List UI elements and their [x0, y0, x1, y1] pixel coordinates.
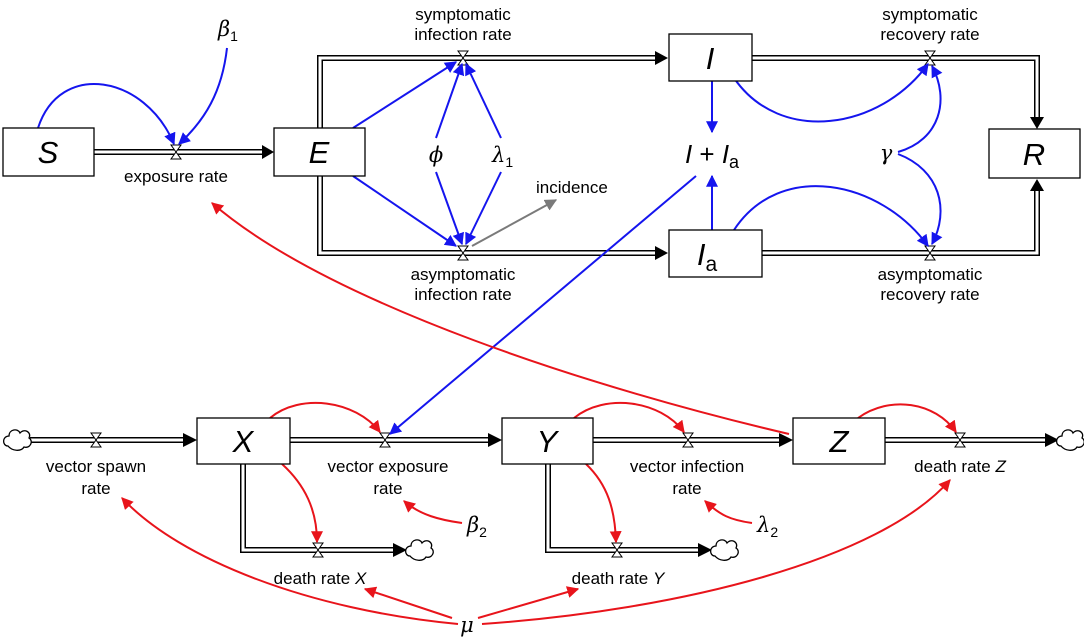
- svg-text:Z: Z: [829, 424, 850, 459]
- stock-i[interactable]: I: [668, 33, 753, 82]
- mu-param: μ: [460, 613, 474, 637]
- lambda2-param: λ2: [756, 513, 778, 540]
- beta1-param: β1: [217, 17, 238, 44]
- valve-vector-spawn-rate: [90, 432, 102, 448]
- valve-asymptomatic-infection-rate: [457, 245, 469, 261]
- incidence-label: incidence: [536, 178, 608, 197]
- sink-cloud-y: [709, 539, 739, 561]
- asymptomatic-infection-rate-label-line2: infection rate: [414, 285, 511, 304]
- valve-vector-infection-rate: [682, 432, 694, 448]
- svg-text:Ia: Ia: [697, 237, 718, 276]
- vector-infection-rate-label-line1: vector infection: [630, 457, 744, 476]
- asymptomatic-infection-rate-label-line1: asymptomatic: [411, 265, 516, 284]
- valve-exposure-rate: [170, 144, 182, 160]
- vector-spawn-rate-label-line2: rate: [81, 479, 110, 498]
- stock-s[interactable]: S: [2, 127, 95, 177]
- vector-infection-rate-label-line2: rate: [672, 479, 701, 498]
- vector-exposure-rate-label-line1: vector exposure: [328, 457, 449, 476]
- valve-symptomatic-recovery-rate: [924, 50, 936, 66]
- vector-spawn-rate-label-line1: vector spawn: [46, 457, 146, 476]
- svg-text:R: R: [1023, 137, 1045, 172]
- death-rate-x-label: death rate X: [274, 569, 367, 588]
- exposure-rate-label: exposure rate: [124, 167, 228, 186]
- stock-r[interactable]: R: [988, 128, 1081, 179]
- valve-vector-exposure-rate: [379, 432, 391, 448]
- lambda1-param: λ1: [491, 143, 513, 170]
- svg-text:X: X: [232, 424, 255, 459]
- symptomatic-infection-rate-label-line1: symptomatic: [415, 5, 511, 24]
- sink-cloud-z: [1055, 429, 1084, 451]
- death-rate-z-var: Z: [994, 457, 1006, 476]
- valve-death-rate-z: [954, 432, 966, 448]
- symptomatic-recovery-rate-label-line1: symptomatic: [882, 5, 978, 24]
- death-rate-z-label: death rate Z: [914, 457, 1006, 476]
- asymptomatic-recovery-rate-label-line1: asymptomatic: [878, 265, 983, 284]
- gamma-param: γ: [880, 141, 893, 165]
- host-influence-links: [37, 47, 943, 435]
- svg-text:I: I: [706, 41, 715, 76]
- beta2-param: β2: [466, 513, 487, 540]
- flow-pipes: [30, 51, 1059, 557]
- stock-z[interactable]: Z: [792, 417, 886, 465]
- stock-ia-sub: a: [705, 253, 717, 276]
- valve-death-rate-x: [312, 542, 324, 558]
- flow-valves: [90, 50, 966, 558]
- vector-exposure-rate-label-line2: rate: [373, 479, 402, 498]
- sink-cloud-x: [404, 539, 434, 561]
- svg-text:S: S: [38, 135, 59, 170]
- symptomatic-infection-rate-label-line2: infection rate: [414, 25, 511, 44]
- valve-asymptomatic-recovery-rate: [924, 245, 936, 261]
- death-rate-y-var: Y: [653, 569, 666, 588]
- stock-ia[interactable]: Ia: [668, 229, 763, 278]
- source-cloud: [2, 429, 32, 451]
- stock-e[interactable]: E: [273, 127, 366, 177]
- death-rate-x-var: X: [354, 569, 367, 588]
- svg-text:Y: Y: [537, 424, 560, 459]
- symptomatic-recovery-rate-label-line2: recovery rate: [880, 25, 979, 44]
- stock-x[interactable]: X: [196, 417, 291, 465]
- i-plus-ia-label: I + Ia: [685, 139, 740, 172]
- stock-ia-main: I: [697, 237, 706, 272]
- vector-influence-links: [121, 202, 957, 625]
- incidence-link: [471, 199, 558, 247]
- stock-y[interactable]: Y: [501, 417, 594, 465]
- phi-param: ϕ: [429, 143, 443, 167]
- death-rate-y-label: death rate Y: [572, 569, 666, 588]
- asymptomatic-recovery-rate-label-line2: recovery rate: [880, 285, 979, 304]
- svg-text:E: E: [309, 135, 330, 170]
